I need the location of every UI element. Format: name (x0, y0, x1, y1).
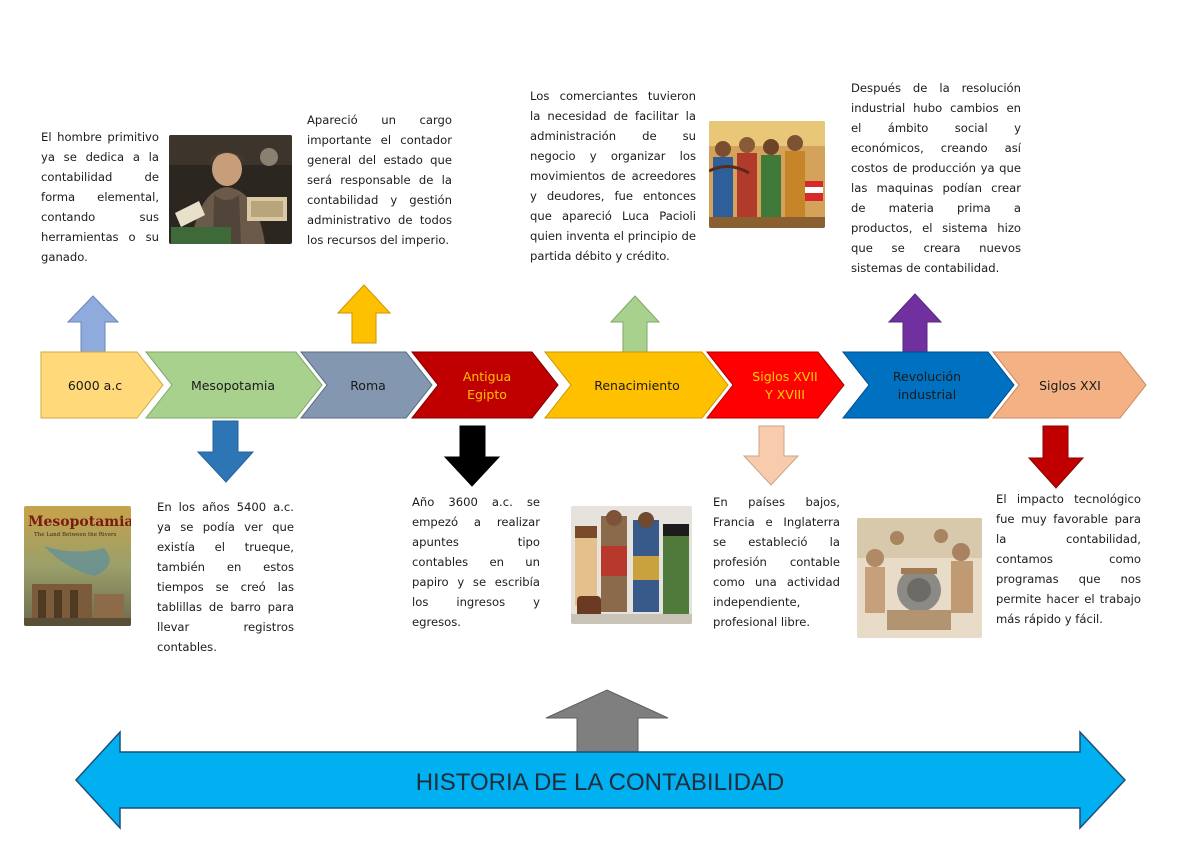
arrow-down-siglos-xxi (1027, 425, 1085, 489)
text-revolucion: Después de la resolución industrial hubo… (851, 81, 1021, 275)
timeline-stage-label-8: Siglos XXI (1039, 378, 1101, 393)
timeline-stage-3 (299, 351, 433, 419)
diagram-title: HISTORIA DE LA CONTABILIDAD (416, 769, 785, 796)
luca-pacioli-portrait-image (169, 135, 292, 244)
timeline-stage-label-5: Renacimiento (594, 378, 680, 393)
renaissance-crowd-image (709, 121, 825, 228)
text-mesopotamia: En los años 5400 a.c. ya se podía ver qu… (157, 500, 294, 654)
center-up-arrow (545, 689, 669, 753)
timeline-stage-2 (144, 351, 323, 419)
arrow-up-roma (336, 284, 392, 344)
timeline-stage-7 (841, 351, 1015, 419)
mesopotamia-poster-title: Mesopotamia (28, 514, 131, 530)
timeline-stage-4 (410, 351, 559, 419)
timeline-stage-label-2: Mesopotamia (191, 378, 275, 393)
text-6000: El hombre primitivo ya se dedica a la co… (41, 130, 159, 264)
timeline-stage-1 (40, 351, 164, 419)
egyptian-scribes-image (571, 506, 692, 624)
arrow-down-mesopotamia (196, 420, 255, 483)
mesopotamia-poster-subtitle: The Land Between the Rivers (34, 532, 117, 538)
text-roma: Apareció un cargo importante el contador… (307, 113, 452, 247)
text-egipto: Año 3600 a.c. se empezó a realizar apunt… (412, 495, 540, 629)
title-banner-arrow (74, 730, 1127, 830)
timeline-stage-8 (991, 351, 1147, 419)
arrow-up-renacimiento (609, 295, 661, 353)
text-siglos-xvii: En países bajos, Francia e Inglaterra se… (713, 495, 840, 629)
timeline-stage-label-1: 6000 a.c (68, 378, 122, 393)
arrow-up-6000 (66, 295, 120, 353)
industrial-workshop-image (857, 518, 982, 638)
arrow-down-siglos-xvii (742, 425, 800, 486)
timeline-stage-5 (543, 351, 729, 419)
text-renacimiento: Los comerciantes tuvieron la necesidad d… (530, 89, 696, 263)
arrow-down-egipto (443, 425, 501, 487)
timeline-stage-6 (705, 351, 845, 419)
arrow-up-revolucion (887, 293, 943, 353)
timeline-stage-label-3: Roma (350, 378, 386, 393)
mesopotamia-poster-image: Mesopotamia The Land Between the Rivers (24, 506, 131, 626)
text-siglos-xxi: El impacto tecnológico fue muy favorable… (996, 492, 1141, 626)
